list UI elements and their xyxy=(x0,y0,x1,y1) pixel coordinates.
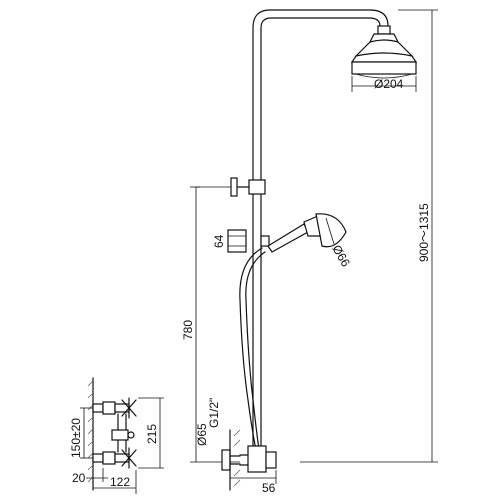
handshower-diameter-label: Ø66 xyxy=(329,243,353,270)
head-diameter-label: Ø204 xyxy=(374,77,404,91)
holder-size-label: 64 xyxy=(212,234,226,248)
mixer-wall xyxy=(87,377,94,491)
outlet-depth-label: 56 xyxy=(262,481,276,495)
diverter-knob xyxy=(196,177,266,197)
wall-section-right xyxy=(229,429,241,491)
wall-offset-label: 20 xyxy=(72,471,86,485)
thread-label: G1/2" xyxy=(207,398,221,428)
shower-hose xyxy=(239,247,266,451)
head-diameter-dimension: Ø204 xyxy=(351,76,417,92)
mixer-body xyxy=(92,397,137,469)
body-center-spacing-label: 150±20 xyxy=(69,418,83,458)
body-height-label: 215 xyxy=(145,424,159,444)
height-range-label: 900～1315 xyxy=(417,203,431,262)
height-range-dimension: 900～1315 xyxy=(300,9,438,463)
riser-height-dimension: 780 xyxy=(181,186,240,463)
overhead-shower-head xyxy=(350,25,418,79)
hand-shower-holder xyxy=(227,229,270,253)
outlet-depth-dimension: 56 xyxy=(230,470,277,495)
body-width-dimension: 122 xyxy=(93,470,137,494)
body-width-label: 122 xyxy=(110,475,130,489)
body-center-spacing-dimension: 150±20 xyxy=(69,407,93,459)
outlet-diameter-label: Ø65 xyxy=(195,423,209,446)
bottom-connection xyxy=(221,445,277,473)
riser-height-label: 780 xyxy=(181,320,195,340)
wall-offset-dimension: 20 xyxy=(72,468,108,485)
body-height-dimension: 215 xyxy=(138,397,164,469)
riser-pipe xyxy=(252,9,389,451)
hand-shower xyxy=(267,213,347,253)
